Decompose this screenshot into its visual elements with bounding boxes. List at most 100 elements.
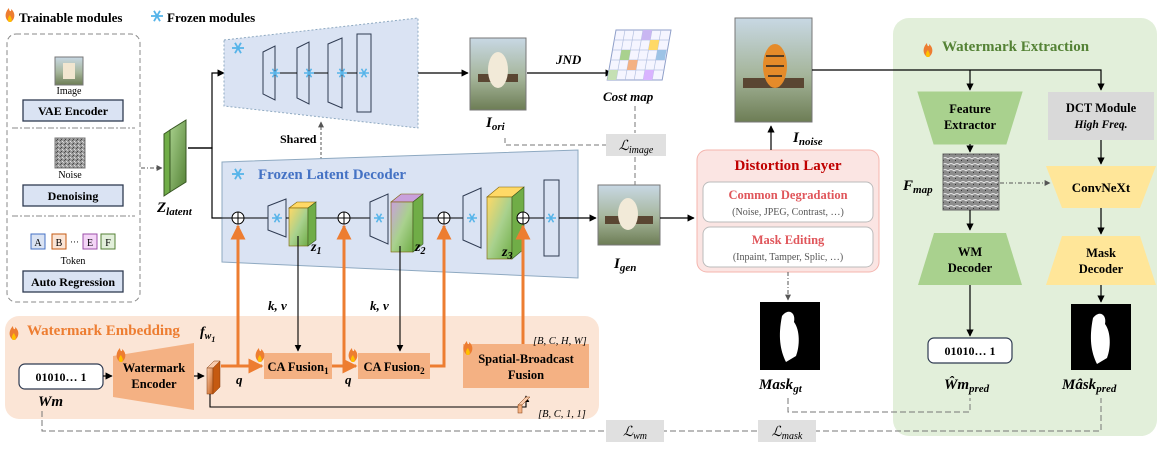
feature-map-z1 — [288, 201, 317, 247]
mask-decoder-l1: Mask — [1086, 246, 1116, 260]
loss-mask-box — [758, 420, 816, 442]
sum-node — [437, 211, 451, 225]
z3-label: z3 — [501, 245, 512, 262]
wm-decoder-l1: WM — [958, 245, 983, 259]
shape-4d: [B, C, H, W] — [533, 336, 587, 347]
image-caption: Image — [57, 86, 83, 97]
mask-editing-sub: (Inpaint, Tamper, Splic, …) — [733, 252, 843, 263]
flame-icon — [9, 326, 19, 340]
sum-node — [516, 211, 530, 225]
denoising-label: Denoising — [48, 189, 99, 203]
watermark-feature-block — [206, 360, 221, 395]
i-gen-label: Igen — [613, 256, 636, 274]
legend: Trainable modules Frozen modules — [5, 8, 255, 25]
dct-module-box — [1048, 92, 1154, 140]
arrow — [188, 69, 225, 149]
flame-icon — [463, 341, 473, 355]
z2-label: z2 — [414, 240, 425, 257]
feature-extractor-box — [917, 91, 1023, 145]
mask-gt-label: Maskgt — [758, 377, 803, 395]
mask-decoder-l2: Decoder — [1079, 262, 1124, 276]
ca-fusion-1-label: CA Fusion1 — [267, 360, 329, 376]
mask-decoder-box — [1046, 236, 1156, 285]
distortion-layer — [696, 149, 880, 273]
noise-caption: Noise — [58, 170, 82, 181]
denoising-box — [22, 184, 124, 207]
flame-icon — [348, 348, 358, 362]
spatial-broadcast-box — [463, 344, 589, 388]
sum-node — [337, 211, 351, 225]
feature-extractor-l1: Feature — [949, 102, 991, 116]
ca-fusion-1-box — [264, 353, 332, 379]
vae-encoder-label: VAE Encoder — [38, 104, 109, 118]
i-noise-label: Inoise — [792, 130, 823, 148]
fw1-label: fw1 — [200, 325, 215, 344]
feature-map-z2 — [390, 193, 424, 253]
loss-connector — [504, 138, 606, 146]
mask-pred-label: Mâskpred — [1061, 377, 1117, 395]
shared-decoder-top — [223, 17, 419, 129]
i-noise-image — [734, 17, 813, 123]
watermark-encoder-l2: Encoder — [131, 377, 177, 391]
snowflake-icon — [232, 168, 244, 180]
loss-image-box — [606, 134, 666, 156]
generator-panel: Image VAE Encoder Noise Denoising A B ··… — [6, 33, 141, 303]
convnext-label: ConvNeXt — [1072, 180, 1131, 195]
token-caption: Token — [61, 256, 86, 267]
dct-module-l2: High Freq. — [1073, 119, 1127, 131]
arrow — [430, 224, 452, 368]
token-e: E — [87, 238, 93, 249]
feature-map-z3 — [486, 186, 525, 260]
loss-wm-box — [606, 420, 664, 442]
legend-trainable: Trainable modules — [19, 10, 122, 25]
dct-module-l1: DCT Module — [1066, 101, 1137, 115]
snowflake-icon — [232, 42, 244, 54]
shared-label: Shared — [280, 132, 317, 146]
spatial-broadcast-l2: Fusion — [508, 368, 544, 382]
wm-label: Wm — [38, 394, 63, 410]
kv-label-1: k, v — [268, 298, 287, 313]
extraction-title: Watermark Extraction — [942, 39, 1090, 55]
snowflake-icon — [151, 10, 163, 22]
cost-map-grid — [606, 29, 672, 81]
wm-pred-bits: 01010… 1 — [945, 344, 996, 358]
z1-label: z1 — [310, 240, 321, 257]
f-map-image — [942, 153, 1000, 211]
q-label-2: q — [345, 372, 352, 387]
loss-mask-label: ℒmask — [772, 425, 803, 442]
flame-icon — [255, 348, 265, 362]
wm-pred-label: Ŵmpred — [944, 376, 990, 395]
frozen-decoder-title: Frozen Latent Decoder — [258, 167, 406, 183]
common-degradation-label: Common Degradation — [728, 188, 847, 202]
flame-icon — [116, 348, 126, 362]
arrow — [209, 394, 530, 408]
sum-node — [231, 211, 245, 225]
cost-map-label: Cost map — [603, 89, 654, 104]
spatial-broadcast-l1: Spatial-Broadcast — [478, 352, 574, 366]
common-degradation-sub: (Noise, JPEG, Contrast, …) — [732, 207, 844, 218]
token-b: B — [56, 238, 63, 249]
mask-pred-image — [1071, 304, 1131, 370]
wm-decoder-l2: Decoder — [948, 261, 993, 275]
z-latent-label: Zlatent — [156, 200, 193, 218]
kv-label-2: k, v — [370, 298, 389, 313]
f-map-label: Fmap — [902, 178, 933, 196]
loss-connector — [41, 398, 1102, 432]
vae-encoder-box — [22, 99, 124, 122]
noise-thumbnail — [54, 137, 86, 169]
legend-frozen: Frozen modules — [167, 10, 255, 25]
convnext-box — [1046, 166, 1156, 208]
token-f: F — [105, 238, 111, 249]
shape-2d: [B, C, 1, 1] — [538, 409, 586, 420]
wm-decoder-box — [918, 233, 1022, 285]
flame-icon — [5, 8, 15, 22]
i-gen-image — [597, 184, 661, 246]
auto-regression-label: Auto Regression — [31, 275, 115, 289]
ca-fusion-2-label: CA Fusion2 — [363, 360, 425, 376]
distortion-title: Distortion Layer — [734, 158, 841, 174]
token-dots: ··· — [70, 237, 79, 247]
i-ori-label: Iori — [485, 115, 506, 133]
watermark-encoder-box — [113, 343, 194, 410]
auto-regression-box — [22, 270, 124, 293]
token-sequence: A B ··· E F — [30, 233, 116, 250]
